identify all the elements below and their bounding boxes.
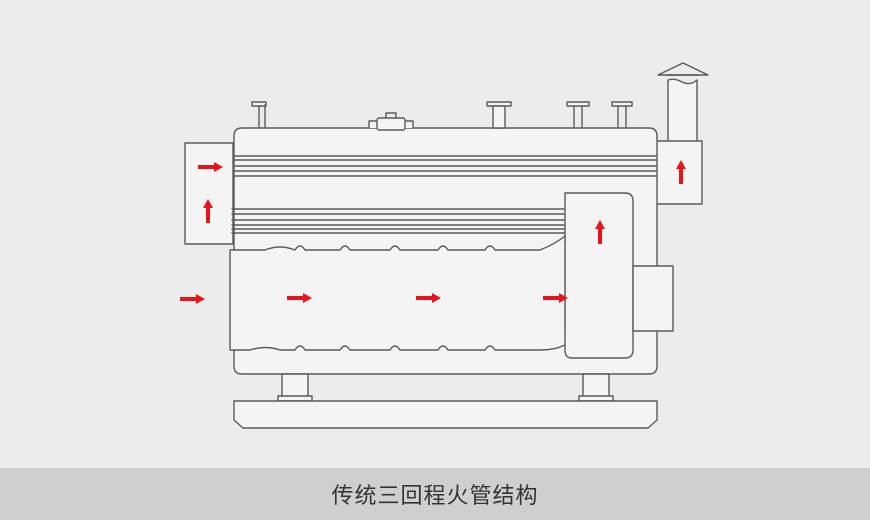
top-nozzles (251, 101, 633, 131)
caption-bar: 传统三回程火管结构 (0, 468, 870, 520)
front-smoke-box (184, 142, 234, 245)
reversal-chamber (555, 192, 634, 359)
boiler-diagram (180, 62, 709, 429)
third-pass-tubes (233, 155, 658, 177)
base-frame (233, 400, 658, 429)
second-pass-tubes (231, 208, 566, 234)
rear-door (632, 265, 674, 332)
furnace-tube (229, 235, 566, 351)
base-supports (233, 373, 658, 429)
diagram-caption: 传统三回程火管结构 (331, 484, 539, 509)
flow-arrow-right (180, 294, 205, 304)
